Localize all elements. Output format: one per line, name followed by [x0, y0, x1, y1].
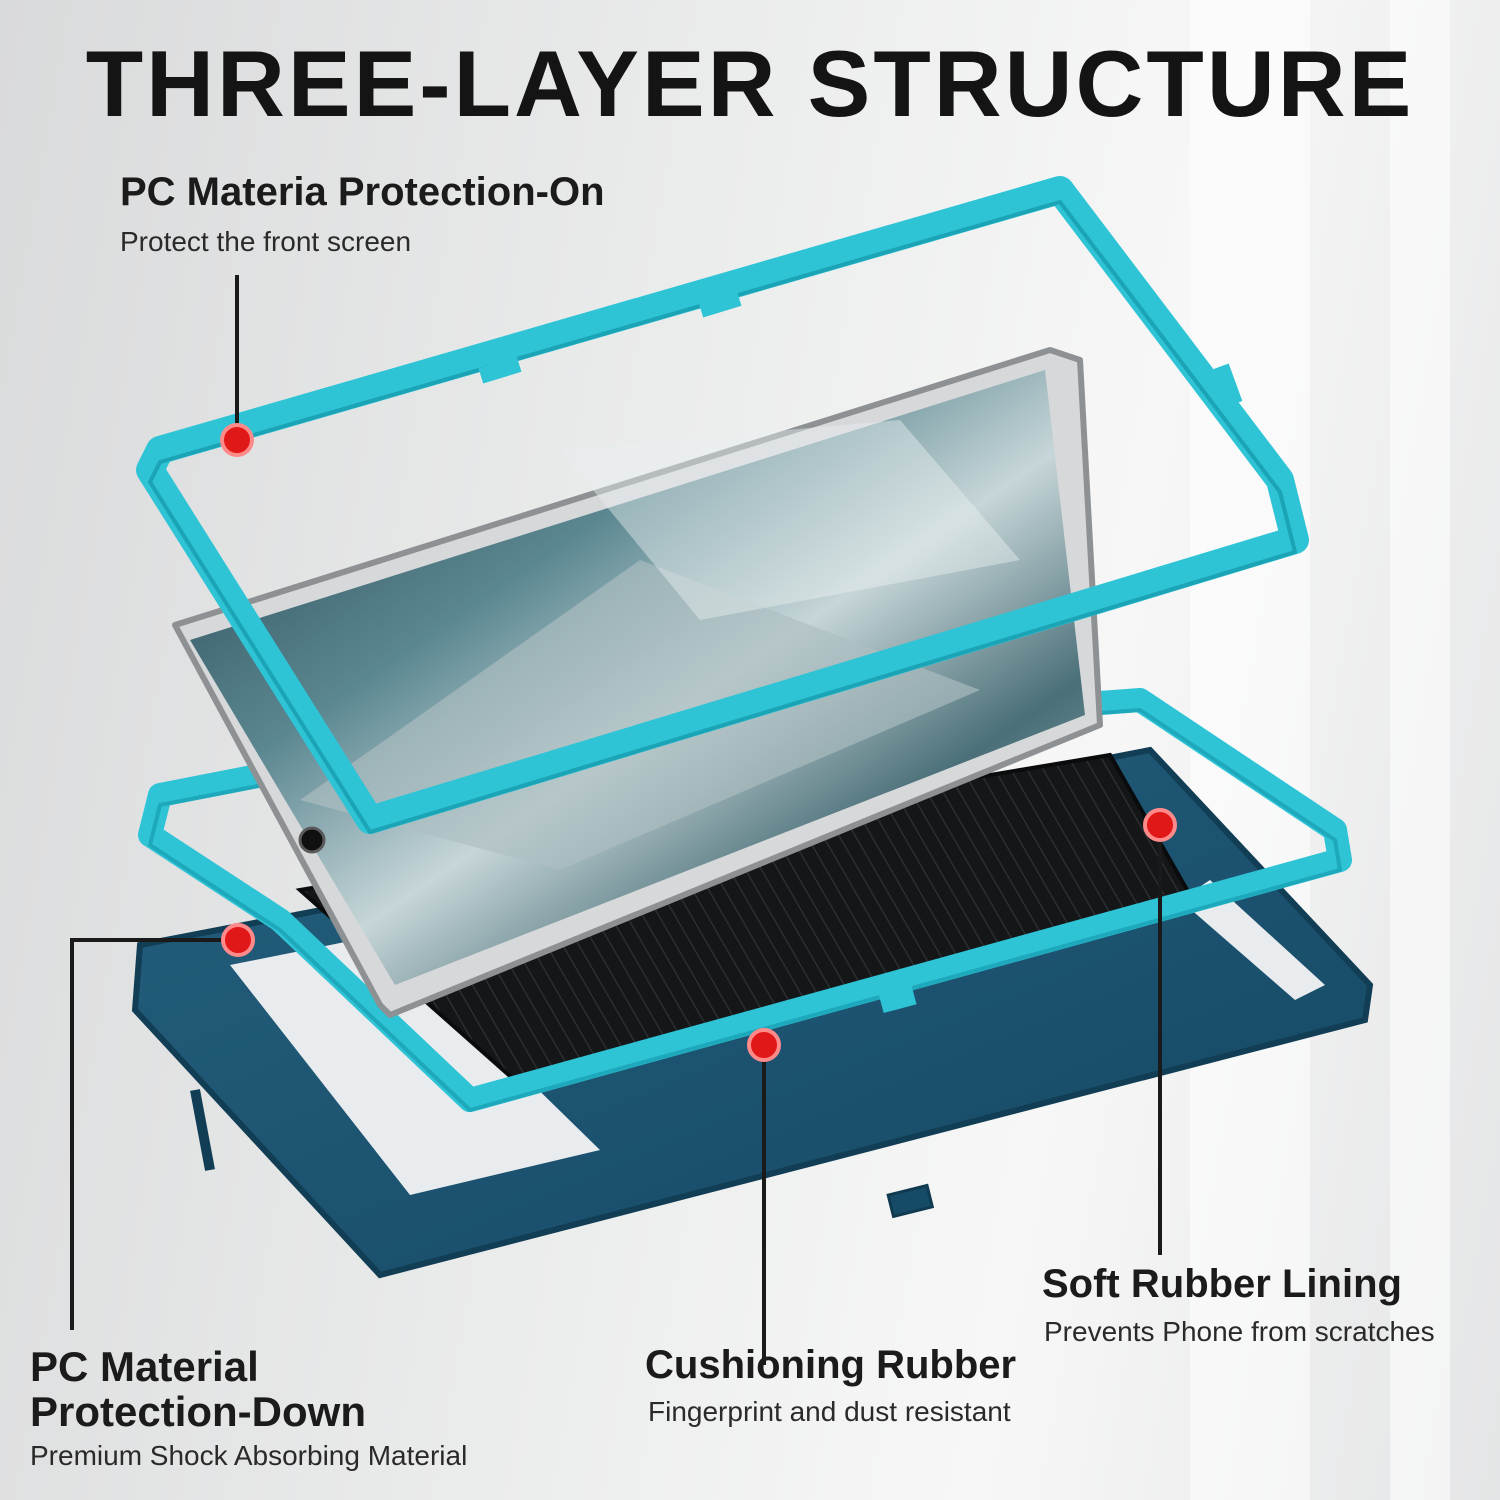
top-frame — [136, 176, 1309, 834]
marker-dot — [221, 923, 255, 957]
callout-desc-lining: Prevents Phone from scratches — [1044, 1316, 1435, 1347]
callout-desc-cushioning: Fingerprint and dust resistant — [648, 1396, 1011, 1427]
marker-dot — [1143, 808, 1177, 842]
marker-dot — [220, 423, 254, 457]
marker-dot — [747, 1028, 781, 1062]
markers — [220, 423, 1177, 1062]
callout-label-cushioning: Cushioning Rubber — [645, 1343, 1017, 1387]
callout-label-bottom-line2: Protection-Down — [30, 1388, 366, 1435]
bg-light-stripe — [1390, 0, 1450, 1500]
page-title: THREE-LAYER STRUCTURE — [85, 31, 1415, 136]
callout-label-top: PC Materia Protection-On — [120, 170, 605, 214]
callout-desc-top: Protect the front screen — [120, 226, 412, 257]
callout-desc-bottom: Premium Shock Absorbing Material — [30, 1440, 468, 1471]
callout-label-lining: Soft Rubber Lining — [1042, 1262, 1402, 1306]
callout-label-bottom-line1: PC Material — [30, 1343, 259, 1390]
leader-lines — [70, 275, 1162, 1365]
